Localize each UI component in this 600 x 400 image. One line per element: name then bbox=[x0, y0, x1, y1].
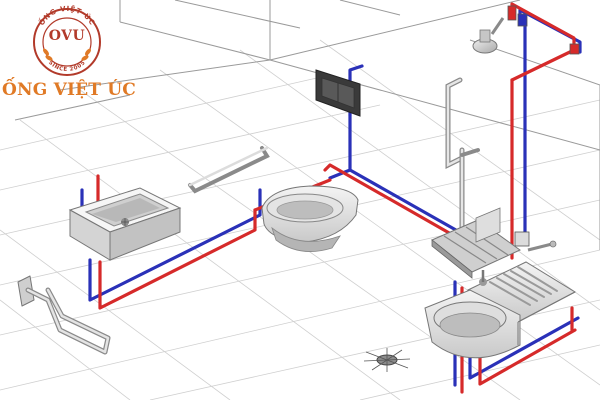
pipe-fittings bbox=[507, 5, 580, 247]
grab-bar-shower bbox=[445, 77, 480, 235]
folding-grab-bar bbox=[17, 275, 111, 355]
washbasin bbox=[68, 187, 182, 261]
fold-down-shower-seat bbox=[431, 207, 557, 279]
sink-with-drainboard bbox=[424, 261, 577, 359]
seal-center-text: OVU bbox=[48, 28, 86, 44]
seal-inner-ring bbox=[42, 17, 92, 67]
wall-hung-toilet bbox=[261, 185, 359, 252]
brand-logo: ỐNG VIỆT ÚC SINCE 2005 OVU ỐNG VIỆT ÚC bbox=[0, 0, 137, 110]
shower-head bbox=[472, 17, 505, 54]
flush-plate bbox=[315, 69, 361, 117]
floor-drain bbox=[363, 348, 411, 372]
brand-name: ỐNG VIỆT ÚC bbox=[2, 80, 137, 100]
seal-laurel-icon bbox=[43, 48, 91, 61]
brand-seal: ỐNG VIỆT ÚC SINCE 2005 bbox=[33, 4, 101, 76]
grab-bar-wall bbox=[188, 146, 270, 194]
floor-grid bbox=[0, 39, 600, 400]
